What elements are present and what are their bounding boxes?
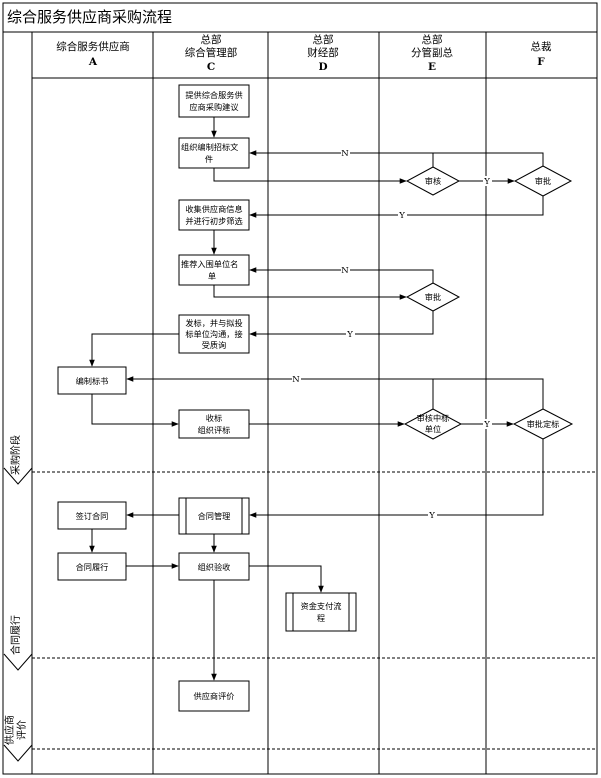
node-sign-contract: 签订合同 [57,501,127,530]
svg-text:综合服务供应商: 综合服务供应商 [56,40,130,53]
svg-text:合同履行: 合同履行 [76,562,109,572]
edge-n9-n10 [91,394,179,427]
svg-text:并进行初步筛选: 并进行初步筛选 [185,216,242,226]
svg-text:分管副总: 分管副总 [411,46,453,59]
node-receive-bids-evaluate: 收标 组织评标 [178,409,250,439]
connectors [89,117,544,681]
svg-text:编制标书: 编制标书 [76,376,109,386]
svg-text:签订合同: 签订合同 [76,511,109,521]
label-n11-no: N [292,375,300,385]
svg-text:供应商评价: 供应商评价 [3,715,28,745]
svg-text:总部: 总部 [422,33,443,46]
svg-text:D: D [318,61,327,73]
column-header-e: 总部 分管副总 E [411,33,453,73]
node-approve-vp: 审批 [405,282,461,312]
svg-text:总部: 总部 [313,33,334,46]
svg-text:总裁: 总裁 [531,40,552,53]
column-header-a: 综合服务供应商 A [56,40,130,68]
edge-n7-n8-yes [249,311,434,337]
svg-text:收集供应商信息: 收集供应商信息 [185,204,242,214]
svg-text:审批: 审批 [535,176,551,186]
svg-text:审核: 审核 [425,176,441,186]
edge-n11-n9-no [126,376,434,409]
label-n3-no: N [341,149,349,159]
phase-label-evaluation: 供应商评价 [3,715,28,745]
column-header-c: 总部 综合管理部 C [185,33,238,73]
svg-text:C: C [207,61,215,73]
svg-text:E: E [428,61,436,73]
svg-text:发标，并与拟投: 发标，并与拟投 [185,318,242,328]
diagram-title: 综合服务供应商采购流程 [7,8,172,26]
label-n7-no: N [341,266,349,276]
edge-n4-back-no [433,152,544,166]
edge-n7-n6-no [249,267,434,283]
column-header-d: 总部 财经部 D [307,33,339,73]
svg-text:推荐入围单位名: 推荐入围单位名 [181,259,238,269]
node-supplier-evaluation: 供应商评价 [178,680,250,712]
node-contract-execution: 合同履行 [57,552,127,581]
svg-text:组织验收: 组织验收 [198,562,231,572]
node-prepare-tender-documents: 组织编制招标文 件 [178,137,250,169]
svg-text:F: F [537,56,545,68]
svg-text:应商采购建议: 应商采购建议 [189,102,238,112]
svg-text:总部: 总部 [201,33,222,46]
node-supplier-recommendation: 提供综合服务供 应商采购建议 [178,84,250,118]
svg-text:程: 程 [317,613,325,623]
label-n4-yes: Y [398,211,405,221]
svg-text:组织编制招标文: 组织编制招标文 [181,142,238,152]
node-collect-supplier-info: 收集供应商信息 并进行初步筛选 [178,199,250,231]
phase-chevrons [3,467,33,762]
svg-text:件: 件 [205,154,213,164]
node-recommend-shortlist: 推荐入围单位名 单 [178,254,250,286]
edge-n16-n17 [249,565,324,593]
svg-text:财经部: 财经部 [307,46,339,59]
svg-text:审批定标: 审批定标 [527,419,560,429]
svg-text:审核中标: 审核中标 [417,413,450,423]
label-n3-yes: Y [483,177,490,187]
edge-n4-n5-yes [249,196,544,218]
svg-text:组织评标: 组织评标 [198,425,231,435]
node-organize-acceptance: 组织验收 [178,552,250,581]
label-n11-yes: Y [483,420,490,430]
node-fund-payment-process: 资金支付流 程 [285,592,357,632]
svg-text:A: A [88,56,98,68]
edge-n6-n7 [213,285,407,300]
node-review: 审核 [405,166,461,196]
edge-n12-n13-yes [249,439,544,518]
svg-text:受质询: 受质询 [202,340,227,350]
node-contract-management: 合同管理 [178,497,250,535]
svg-text:单位: 单位 [425,424,441,434]
svg-text:综合管理部: 综合管理部 [185,46,238,59]
label-n12-yes: Y [428,511,435,521]
svg-text:单: 单 [208,271,216,281]
edge-n8-n9 [89,333,179,367]
svg-text:供应商评价: 供应商评价 [194,691,235,701]
phase-label-purchase: 采购阶段 [9,435,22,475]
svg-text:提供综合服务供: 提供综合服务供 [185,90,242,100]
svg-text:收标: 收标 [206,413,222,423]
phase-label-contract: 合同履行 [9,615,22,655]
node-issue-tender: 发标，并与拟投 标单位沟通，接 受质询 [178,314,250,354]
node-prepare-bid: 编制标书 [57,366,127,395]
edge-labels: N Y Y N Y N Y Y [292,148,492,521]
column-header-f: 总裁 F [531,40,552,68]
node-approve-award: 审批定标 [512,408,574,440]
svg-text:标单位沟通，接: 标单位沟通，接 [185,329,242,339]
edge-n2-n3 [213,168,407,184]
node-approve-president: 审批 [513,165,573,197]
svg-text:资金支付流: 资金支付流 [301,601,342,611]
label-n7-yes: Y [346,330,353,340]
node-review-winner: 审核中标 单位 [403,408,463,440]
svg-text:合同管理: 合同管理 [198,511,231,521]
svg-text:审批: 审批 [425,292,441,302]
edge-n12-back-no [433,378,544,409]
